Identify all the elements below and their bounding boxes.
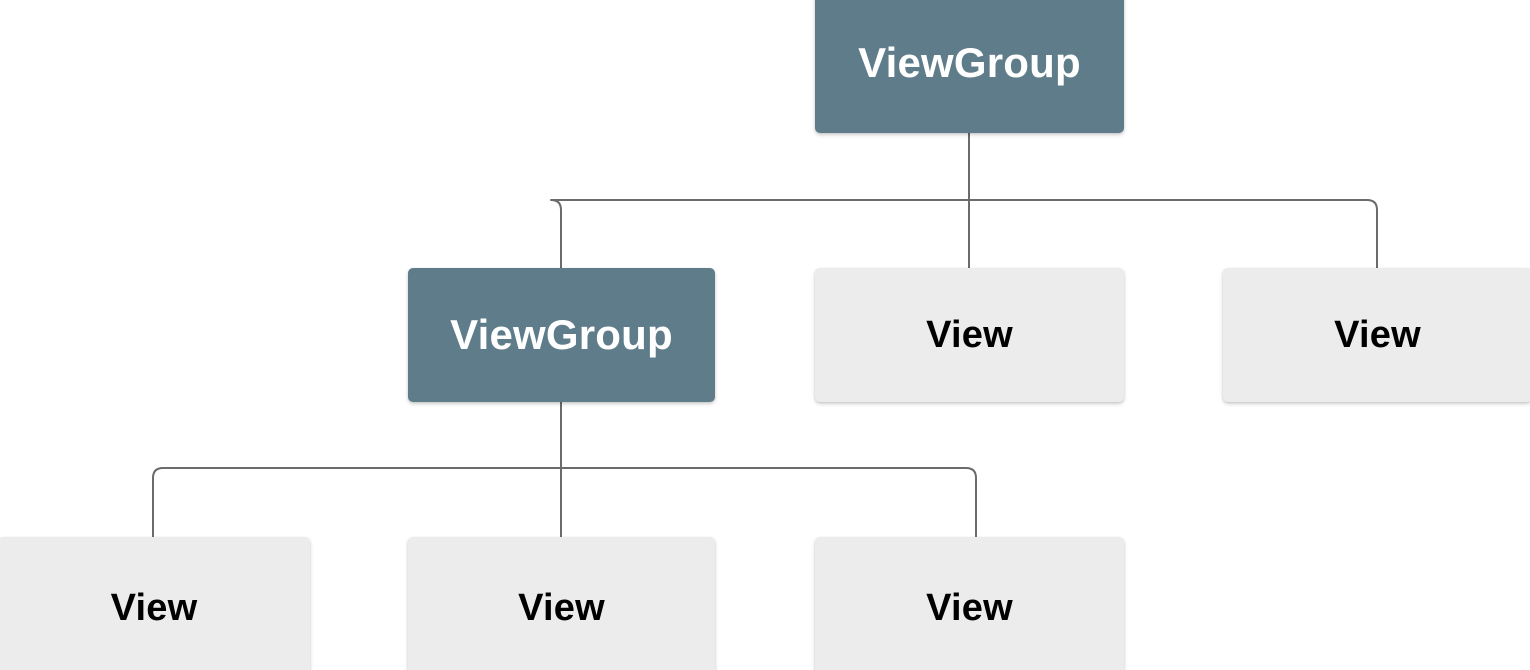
tree-node-label: View	[518, 586, 605, 629]
tree-node-label: View	[110, 586, 198, 629]
tree-node-label: View	[1334, 314, 1421, 356]
tree-node-view[interactable]: View	[815, 268, 1124, 402]
tree-node-label: View	[926, 586, 1013, 629]
tree-node-viewgroup[interactable]: ViewGroup	[408, 268, 715, 402]
tree-node-view[interactable]: View	[0, 537, 310, 670]
tree-node-label: ViewGroup	[450, 311, 673, 358]
tree-edge	[152, 402, 562, 537]
tree-node-view[interactable]: View	[408, 537, 715, 670]
tree-node-view[interactable]: View	[1223, 268, 1530, 402]
tree-edge	[969, 199, 1378, 268]
tree-node-view[interactable]: View	[815, 537, 1124, 670]
tree-node-label: ViewGroup	[858, 38, 1081, 86]
tree-edge	[550, 133, 970, 268]
tree-edge	[561, 467, 977, 537]
tree-node-label: View	[926, 314, 1013, 356]
tree-node-viewgroup[interactable]: ViewGroup	[815, 0, 1124, 133]
